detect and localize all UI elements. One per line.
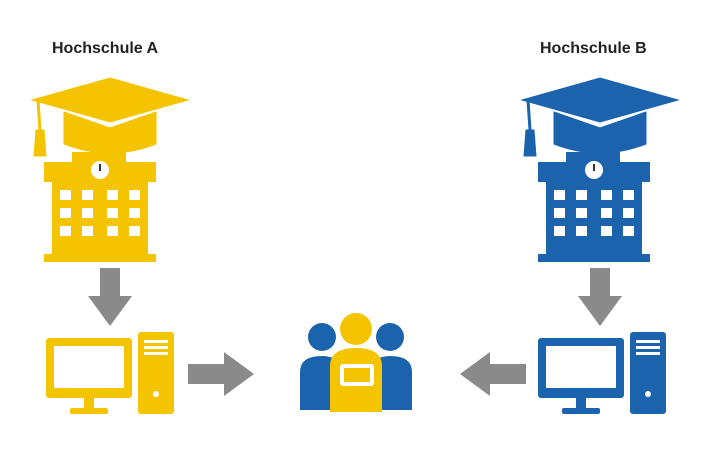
arrow-down-icon-b	[578, 268, 622, 326]
university-building-icon-b	[537, 151, 651, 263]
arrow-left-icon	[460, 352, 526, 396]
university-b-label: Hochschule B	[540, 40, 647, 57]
graduation-cap-icon-a	[30, 76, 190, 158]
student-group-icon	[300, 313, 412, 412]
arrow-down-icon-a	[88, 268, 132, 326]
desktop-computer-icon-a	[46, 332, 174, 414]
graduation-cap-icon-b	[520, 76, 680, 158]
desktop-computer-icon-b	[538, 332, 666, 414]
university-a-label: Hochschule A	[52, 40, 159, 57]
arrow-right-icon	[188, 352, 254, 396]
university-building-icon-a	[43, 151, 157, 263]
